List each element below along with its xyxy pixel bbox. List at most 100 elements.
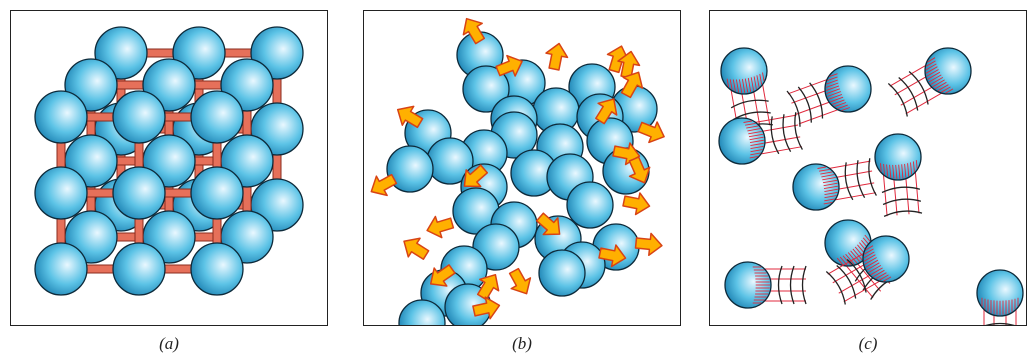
- motion-arrow: [545, 42, 569, 71]
- hatch-line: [898, 164, 901, 179]
- hatch-line: [927, 71, 941, 80]
- hatch-line: [748, 130, 762, 135]
- liquid-sphere: [398, 299, 446, 325]
- hatch-line: [823, 185, 839, 190]
- hatch-line: [750, 149, 763, 153]
- sphere-hatching: [825, 73, 850, 111]
- sphere-hatching: [726, 72, 765, 94]
- caption-a-text: (a): [159, 334, 179, 353]
- gas-sphere: [976, 269, 1024, 317]
- hatch-line: [826, 88, 840, 95]
- hatch-line: [863, 254, 876, 262]
- hatch-line: [762, 72, 765, 82]
- panel-solid: [10, 10, 328, 326]
- hatch-line: [750, 142, 764, 147]
- hatch-line: [823, 201, 833, 205]
- hatch-line: [749, 136, 764, 141]
- hatch-line: [756, 75, 760, 88]
- gas-sphere: [862, 235, 910, 283]
- hatch-line: [750, 145, 764, 150]
- motion-arc: [730, 99, 769, 109]
- motion-arrow: [634, 232, 663, 257]
- motion-arc: [887, 83, 908, 117]
- sphere-hatching: [925, 57, 954, 94]
- hatch-line: [750, 77, 755, 91]
- motion-arc: [856, 160, 866, 199]
- hatch-line: [941, 86, 951, 93]
- hatch-line: [864, 257, 877, 265]
- hatch-line: [817, 166, 827, 169]
- hatch-line: [741, 78, 746, 94]
- hatch-line: [895, 164, 898, 180]
- sphere-hatching: [863, 245, 892, 282]
- hatch-line: [743, 120, 753, 123]
- hatch-line: [925, 66, 938, 74]
- sphere-hatching: [743, 120, 765, 159]
- motion-arc: [777, 265, 783, 305]
- hatch-line: [927, 57, 936, 63]
- hatch-line: [822, 176, 836, 181]
- motion-arc: [881, 186, 921, 194]
- lattice-sphere: [34, 166, 88, 220]
- lattice-sphere: [112, 90, 166, 144]
- hatch-line: [937, 84, 949, 92]
- motion-arrow: [598, 244, 627, 268]
- hatch-line: [850, 250, 861, 262]
- hatch-line: [831, 99, 845, 105]
- hatch-line: [753, 76, 757, 90]
- liquid-particles-diagram: [370, 17, 665, 325]
- hatch-line: [750, 152, 761, 156]
- liquid-sphere: [386, 145, 434, 193]
- motion-arc: [844, 162, 854, 201]
- hatch-line: [910, 162, 913, 175]
- solid-lattice-diagram: [34, 26, 304, 296]
- motion-arc: [836, 265, 857, 299]
- hatch-line: [872, 269, 885, 278]
- hatch-line: [824, 195, 837, 199]
- hatch-line: [932, 79, 945, 88]
- hatch-line: [824, 191, 838, 196]
- hatch-line: [864, 248, 874, 255]
- hatch-line: [745, 122, 756, 126]
- sphere-hatching: [817, 166, 839, 205]
- hatch-line: [759, 74, 763, 85]
- hatch-line: [865, 245, 874, 251]
- motion-arrow: [426, 215, 455, 239]
- hatch-line: [864, 234, 871, 242]
- lattice-sphere: [190, 242, 244, 296]
- lattice-sphere: [112, 166, 166, 220]
- motion-arrow: [620, 71, 644, 99]
- hatch-line: [729, 79, 733, 90]
- hatch-line: [852, 248, 863, 261]
- hatch-line: [738, 79, 743, 93]
- caption-b: (b): [363, 334, 681, 354]
- liquid-sphere: [538, 249, 586, 297]
- motion-arrow: [595, 98, 618, 125]
- motion-arc: [770, 116, 780, 155]
- hatch-line: [824, 198, 835, 202]
- motion-arc: [882, 198, 922, 206]
- hatch-line: [904, 163, 907, 178]
- panel-gas: [709, 10, 1027, 326]
- motion-arrow: [462, 17, 486, 45]
- motion-arc: [825, 271, 846, 305]
- motion-arrow: [622, 192, 651, 216]
- hatch-line: [829, 73, 838, 78]
- motion-arrow: [495, 54, 523, 77]
- motion-arrow: [617, 50, 641, 79]
- lattice-sphere: [190, 90, 244, 144]
- caption-b-text: (b): [512, 334, 532, 353]
- motion-arrow: [637, 121, 665, 144]
- hatch-line: [901, 164, 904, 179]
- motion-arrow: [535, 212, 561, 236]
- hatch-line: [865, 259, 879, 268]
- hatch-line: [829, 96, 844, 103]
- hatch-line: [866, 262, 880, 271]
- hatch-line: [892, 164, 895, 179]
- liquid-sphere: [462, 65, 510, 113]
- hatch-line: [749, 139, 765, 144]
- hatch-line: [926, 60, 936, 67]
- caption-c: (c): [709, 334, 1027, 354]
- hatch-line: [845, 253, 855, 265]
- lattice-sphere: [34, 90, 88, 144]
